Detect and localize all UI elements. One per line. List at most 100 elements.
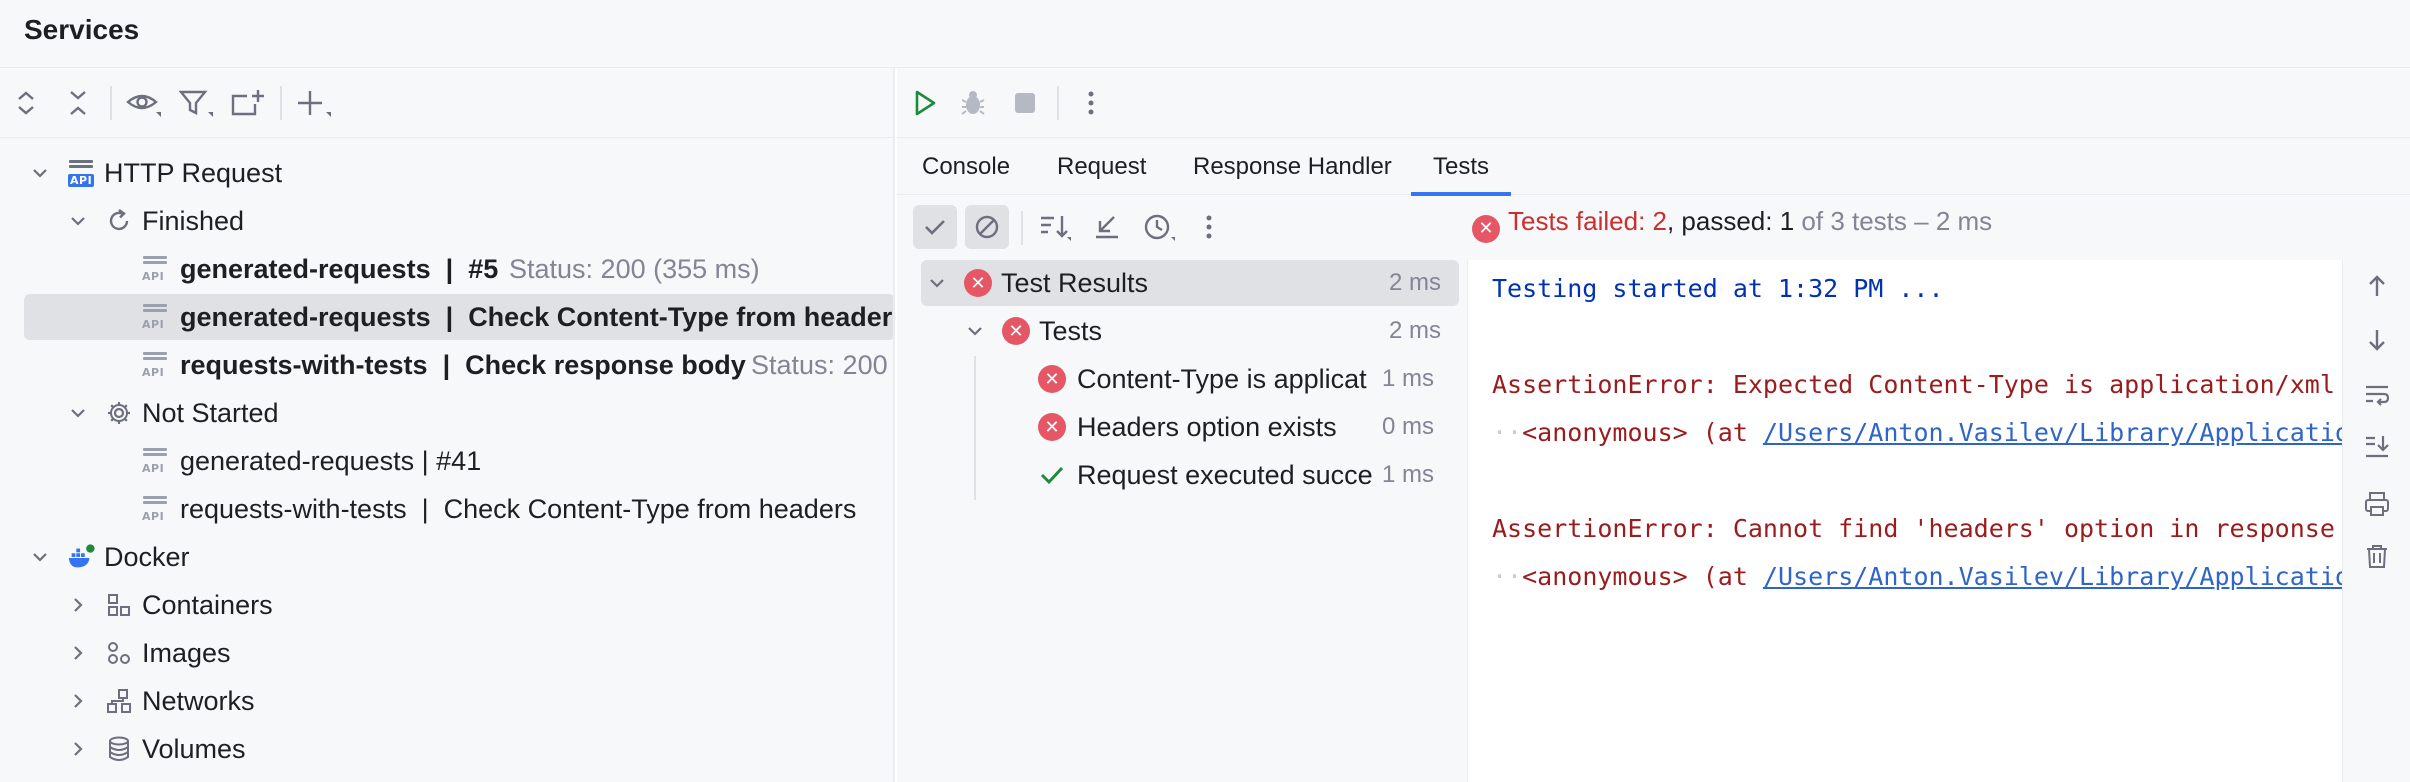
tree-label: Networks: [142, 685, 255, 716]
result-row-test[interactable]: ✕ Content-Type is applicat 1 ms: [921, 356, 1459, 402]
check-icon: [1037, 460, 1067, 490]
api-icon: API: [140, 494, 170, 524]
tree-item-request[interactable]: API generated-requests | #5 Status: 200 …: [0, 246, 893, 292]
tree-label: HTTP Request: [104, 157, 283, 188]
networks-icon: [104, 686, 134, 716]
result-duration: 2 ms: [1389, 269, 1442, 296]
tree-node-networks[interactable]: Networks: [0, 678, 893, 724]
console-line: ··<anonymous> (at /Users/Anton.Vasilev/L…: [1492, 562, 2342, 591]
chevron-right-icon[interactable]: [66, 737, 90, 761]
error-icon: ✕: [1001, 316, 1031, 346]
collapse-all-icon[interactable]: [58, 83, 98, 123]
console-line: Testing started at 1:32 PM ...: [1492, 274, 1944, 303]
new-group-icon[interactable]: [228, 83, 268, 123]
error-icon: ✕: [1037, 364, 1067, 394]
show-ignored-icon[interactable]: [965, 205, 1009, 249]
tab-request[interactable]: Request: [1057, 152, 1147, 180]
tree-node-docker[interactable]: Docker: [0, 534, 893, 580]
more-icon[interactable]: [1187, 205, 1231, 249]
failed-count: Tests failed: 2: [1508, 206, 1667, 236]
run-icon[interactable]: [905, 83, 945, 123]
request-name: requests-with-tests | Check Content-Type…: [180, 493, 857, 524]
result-label: Content-Type is applicat: [1077, 363, 1367, 394]
chevron-down-icon[interactable]: [66, 401, 90, 425]
api-icon: API: [66, 158, 96, 188]
tab-console[interactable]: Console: [922, 152, 1011, 180]
tree-toolbar: [0, 68, 893, 138]
tab-response-handler[interactable]: Response Handler: [1193, 152, 1392, 180]
request-name: generated-requests | #5: [180, 253, 499, 284]
chevron-right-icon[interactable]: [66, 689, 90, 713]
images-icon: [104, 638, 134, 668]
tree-item-request[interactable]: API generated-requests | #41: [0, 438, 893, 484]
tree-node-images[interactable]: Images: [0, 630, 893, 676]
filter-icon[interactable]: [176, 83, 216, 123]
tree-label: Images: [142, 637, 231, 668]
result-label: Test Results: [1001, 267, 1149, 298]
api-icon: API: [140, 254, 170, 284]
print-icon[interactable]: [2357, 484, 2397, 524]
chevron-right-icon[interactable]: [66, 593, 90, 617]
tree-item-request[interactable]: API requests-with-tests | Check response…: [0, 342, 893, 388]
result-duration: 2 ms: [1389, 317, 1442, 344]
refresh-icon: [104, 206, 134, 236]
show-passed-icon[interactable]: [913, 205, 957, 249]
tree-node-containers[interactable]: Containers: [0, 582, 893, 628]
stop-icon: [1005, 83, 1045, 123]
tab-tests[interactable]: Tests: [1410, 138, 1512, 196]
result-label: Request executed succe: [1077, 459, 1373, 490]
result-row-group[interactable]: ✕ Tests 2 ms: [921, 308, 1459, 354]
console-line: ··<anonymous> (at /Users/Anton.Vasilev/L…: [1492, 418, 2342, 447]
chevron-down-icon[interactable]: [963, 319, 987, 343]
error-icon: ✕: [1037, 412, 1067, 442]
tree-node-finished[interactable]: Finished: [0, 198, 893, 244]
tree-node-not-started[interactable]: Not Started: [0, 390, 893, 436]
trash-icon[interactable]: [2357, 536, 2397, 576]
add-icon[interactable]: [294, 83, 334, 123]
arrow-down-icon[interactable]: [2357, 320, 2397, 360]
services-title-bar: Services: [0, 0, 2410, 68]
result-row-test[interactable]: Request executed succe 1 ms: [921, 452, 1459, 498]
tree-node-http-request[interactable]: API HTTP Request: [0, 150, 893, 196]
result-row-root[interactable]: ✕ Test Results 2 ms: [921, 260, 1459, 306]
tree-label: Finished: [142, 205, 245, 236]
passed-count: , passed: 1: [1666, 206, 1795, 236]
tree-label: Not Started: [142, 397, 279, 428]
chevron-down-icon[interactable]: [925, 271, 949, 295]
tree-item-request[interactable]: API requests-with-tests | Check Content-…: [0, 486, 893, 532]
history-icon[interactable]: [1137, 205, 1181, 249]
result-duration: 0 ms: [1382, 413, 1435, 440]
test-summary: ✕Tests failed: 2, passed: 1 of 3 tests –…: [1472, 206, 1992, 243]
run-output-pane: Console Request Response Handler Tests ✕…: [897, 68, 2410, 782]
result-row-test[interactable]: ✕ Headers option exists 0 ms: [921, 404, 1459, 450]
api-icon: API: [140, 350, 170, 380]
stack-trace-link[interactable]: /Users/Anton.Vasilev/Library/Application: [1762, 562, 2342, 591]
debug-icon: [953, 83, 993, 123]
api-icon: API: [140, 302, 170, 332]
tree-item-request-selected[interactable]: API generated-requests | Check Content-T…: [24, 294, 893, 340]
stack-trace-link[interactable]: /Users/Anton.Vasilev/Library/Application: [1762, 418, 2342, 447]
result-duration: 1 ms: [1382, 365, 1435, 392]
test-console-output[interactable]: Testing started at 1:32 PM ... Assertion…: [1467, 260, 2342, 782]
more-icon[interactable]: [1071, 83, 1111, 123]
request-name: generated-requests | Check Content-Type …: [180, 301, 893, 332]
error-icon: ✕: [963, 268, 993, 298]
tests-toolbar: [897, 195, 2410, 260]
eye-icon[interactable]: [124, 83, 164, 123]
chevron-right-icon[interactable]: [66, 641, 90, 665]
arrow-up-icon[interactable]: [2357, 266, 2397, 306]
request-status: Status: 200 (355 ms): [509, 253, 760, 284]
sort-icon[interactable]: [1033, 205, 1077, 249]
chevron-down-icon[interactable]: [28, 161, 52, 185]
request-status: Status: 200: [751, 349, 888, 380]
console-line: AssertionError: Cannot find 'headers' op…: [1492, 514, 2335, 543]
scroll-to-end-icon[interactable]: [2357, 426, 2397, 466]
output-tabs: Console Request Response Handler Tests: [897, 138, 2410, 196]
tree-node-volumes[interactable]: Volumes: [0, 726, 893, 772]
chevron-down-icon[interactable]: [66, 209, 90, 233]
soft-wrap-icon[interactable]: [2357, 374, 2397, 414]
run-toolbar: [897, 68, 2410, 138]
chevron-down-icon[interactable]: [28, 545, 52, 569]
expand-all-icon[interactable]: [6, 83, 46, 123]
import-tests-icon[interactable]: [1085, 205, 1129, 249]
